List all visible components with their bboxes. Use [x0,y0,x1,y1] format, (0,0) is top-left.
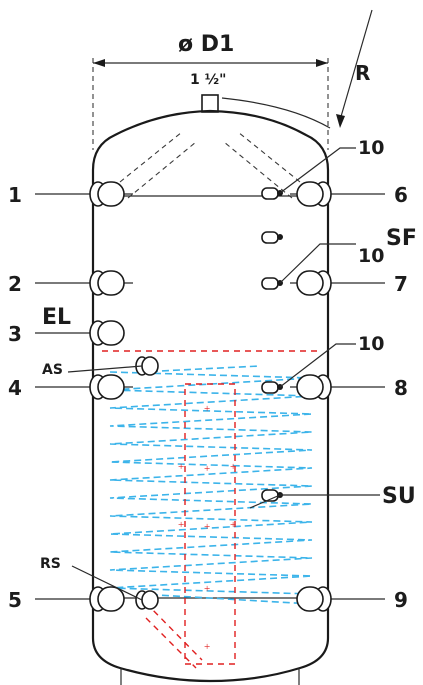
port-label-4: 4 [8,376,22,400]
svg-text:+: + [178,461,184,473]
sensor-label-lower: 10 [358,333,384,355]
svg-text:+: + [178,519,184,531]
svg-text:+: + [230,519,236,531]
svg-text:+: + [204,463,210,475]
su-label: SU [382,484,416,509]
right-nozzles [290,181,385,612]
heater-element: + + + + + + + + + [145,383,236,669]
solar-coil [109,365,313,605]
port-label-1: 1 [8,183,22,207]
sensor-wells [249,147,380,509]
relief-label: R [355,61,370,85]
svg-text:+: + [204,641,210,653]
port-label-5: 5 [8,588,22,612]
port-label-7: 7 [394,272,408,296]
svg-text:+: + [204,521,210,533]
top-fitting-size: 1 ½" [190,72,226,88]
sensor-label-middle: 10 [358,245,384,267]
diameter-dimension: ø D1 1 ½" [92,32,329,150]
sf-label: SF [386,226,417,251]
port-label-6: 6 [394,183,408,207]
svg-text:+: + [230,461,236,473]
port-label-2: 2 [8,272,22,296]
rs-label: RS [40,556,61,572]
rs-pointer [71,565,143,601]
port-label-9: 9 [394,588,408,612]
as-pointer [67,365,143,373]
relief-pointer: R [221,9,373,129]
svg-text:+: + [204,403,210,415]
as-label: AS [42,362,63,378]
svg-text:+: + [204,583,210,595]
top-fitting [201,94,219,113]
port-label-8: 8 [394,376,408,400]
diameter-label: ø D1 [178,32,234,57]
sensor-label-top: 10 [358,137,384,159]
internal-pipes-top [119,131,301,199]
port-label-3: 3 [8,322,22,346]
el-label: EL [42,305,71,330]
left-nozzles [35,181,159,612]
tank-shell [91,109,330,685]
